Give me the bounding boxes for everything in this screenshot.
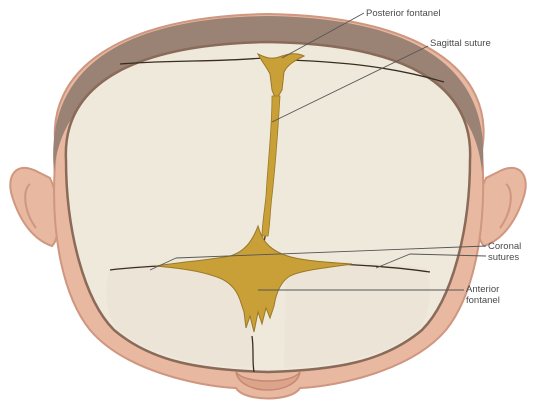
- label-anterior-fontanel-1: Anterior: [466, 284, 499, 295]
- label-sagittal-suture: Sagittal suture: [430, 38, 491, 49]
- right-ear: [477, 168, 525, 246]
- label-anterior-fontanel-2: fontanel: [466, 295, 500, 306]
- label-posterior-fontanel: Posterior fontanel: [366, 8, 440, 19]
- label-coronal-sutures-1: Coronal: [488, 241, 521, 252]
- left-ear: [10, 168, 58, 246]
- label-coronal-sutures-2: sutures: [488, 252, 519, 263]
